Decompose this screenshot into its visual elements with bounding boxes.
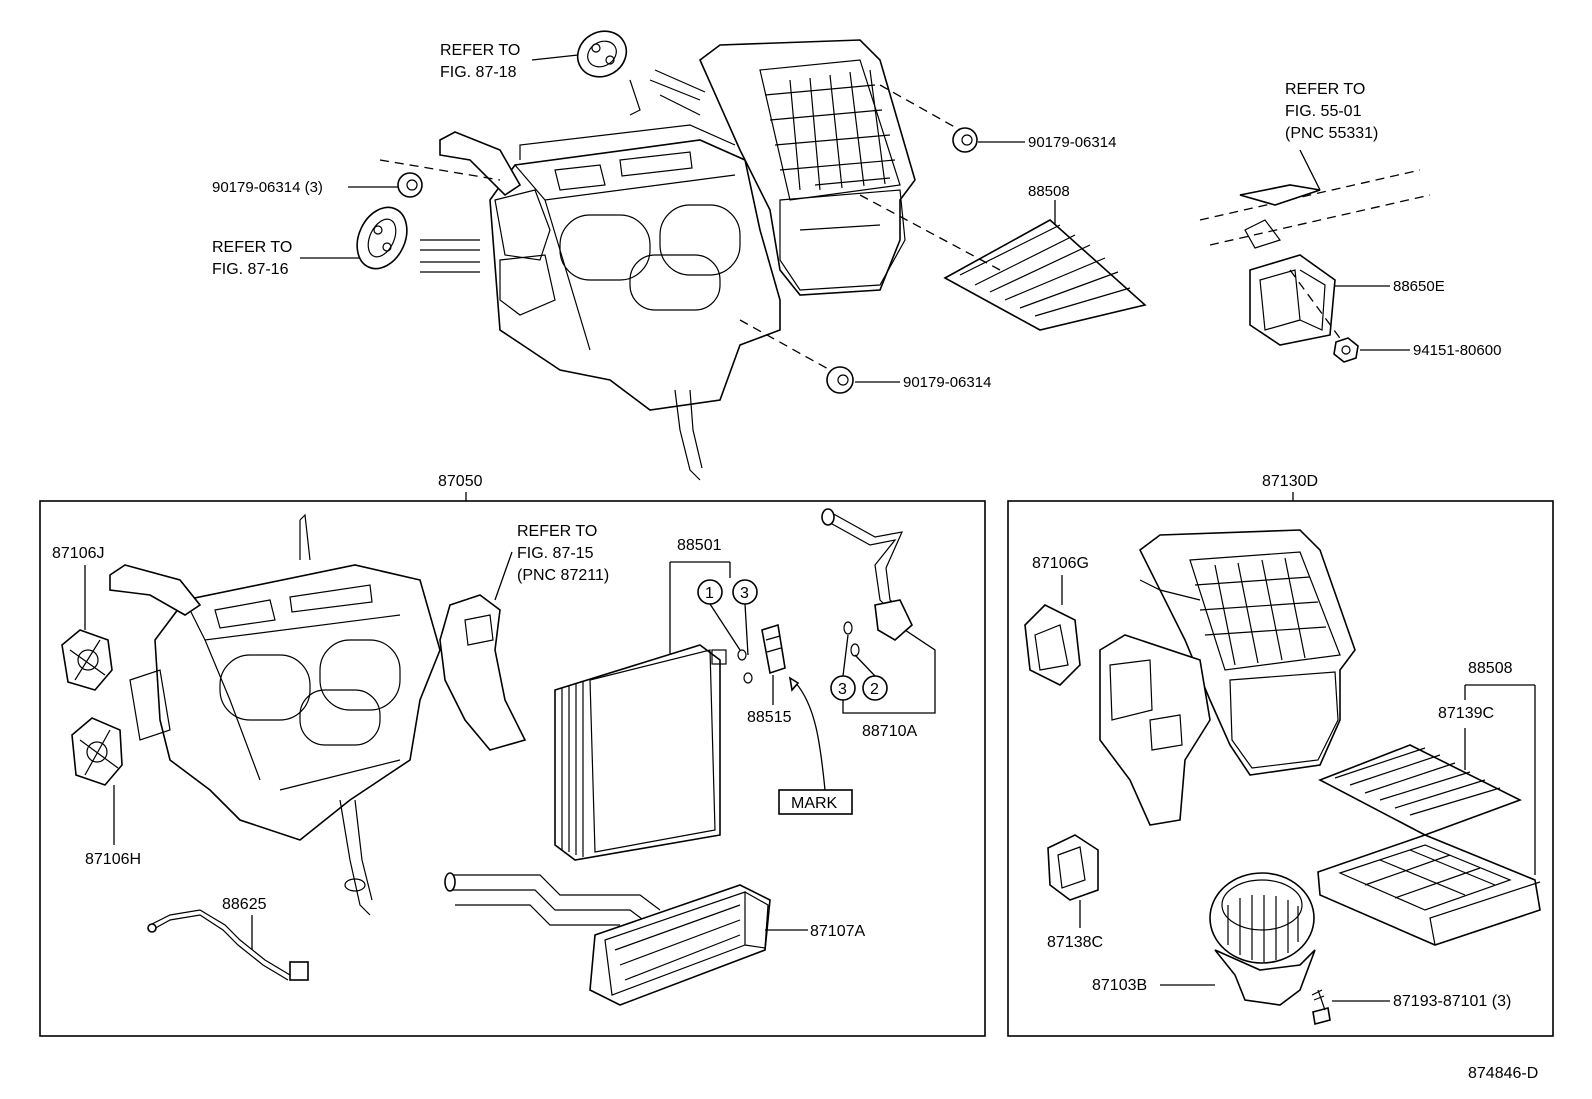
label-88625: 88625 bbox=[222, 896, 267, 913]
label-90179-bottom: 90179-06314 bbox=[903, 374, 991, 391]
refer-55-01-line3: (PNC 55331) bbox=[1285, 125, 1378, 142]
label-mark: MARK bbox=[791, 795, 838, 812]
clip-90179-right bbox=[952, 127, 978, 153]
evaporator-88501 bbox=[554, 644, 727, 861]
damper-87106J bbox=[61, 629, 113, 691]
refer-55-01-line2: FIG. 55-01 bbox=[1285, 103, 1362, 120]
refer-87-18-line2: FIG. 87-18 bbox=[440, 64, 517, 81]
resistor-87138C bbox=[1047, 834, 1099, 901]
mark-box bbox=[778, 789, 853, 815]
label-87139C: 87139C bbox=[1438, 705, 1494, 722]
box-87130D bbox=[1007, 500, 1554, 1037]
label-87106G: 87106G bbox=[1032, 555, 1089, 572]
nut-94151 bbox=[1333, 337, 1359, 363]
clip-90179-bottom bbox=[826, 366, 854, 394]
label-88501: 88501 bbox=[677, 537, 722, 554]
damper-87106H bbox=[71, 717, 123, 786]
refer-87-15-line2: FIG. 87-15 bbox=[517, 545, 594, 562]
refer-87-18-line1: REFER TO bbox=[440, 42, 520, 59]
grommet-fig-87-16 bbox=[356, 206, 408, 270]
label-87106H: 87106H bbox=[85, 851, 141, 868]
label-90179-left: 90179-06314 (3) bbox=[212, 179, 323, 196]
label-88515: 88515 bbox=[747, 709, 792, 726]
upper-heater-assembly bbox=[420, 39, 916, 481]
blower-motor-87103B bbox=[1209, 872, 1316, 1006]
bracket-55331 bbox=[1239, 184, 1321, 249]
refer-87-15-line3: (PNC 87211) bbox=[517, 567, 609, 584]
label-87193: 87193-87101 (3) bbox=[1393, 993, 1511, 1010]
label-94151: 94151-80600 bbox=[1413, 342, 1501, 359]
circle-3b-text: 3 bbox=[838, 681, 847, 698]
filter-frame-88508 bbox=[1317, 834, 1541, 946]
label-90179-right: 90179-06314 bbox=[1028, 134, 1116, 151]
damper-87106G bbox=[1024, 604, 1081, 686]
clip-90179-left bbox=[397, 172, 423, 198]
box-87050 bbox=[39, 500, 986, 1037]
heater-unit-87050 bbox=[109, 513, 441, 916]
refer-87-16-line1: REFER TO bbox=[212, 239, 292, 256]
grommet-fig-87-18 bbox=[576, 30, 628, 78]
tube-88710A bbox=[821, 508, 913, 641]
label-87130D: 87130D bbox=[1262, 473, 1318, 490]
circle-2-text: 2 bbox=[870, 681, 879, 698]
refer-87-16-line2: FIG. 87-16 bbox=[212, 261, 289, 278]
screw-87193 bbox=[1311, 989, 1331, 1025]
valve-88515 bbox=[761, 623, 786, 675]
sensor-88625 bbox=[147, 909, 309, 981]
label-87138C: 87138C bbox=[1047, 934, 1103, 951]
label-88650E: 88650E bbox=[1393, 278, 1445, 295]
label-87106J: 87106J bbox=[52, 545, 105, 562]
refer-87-15-line1: REFER TO bbox=[517, 523, 597, 540]
label-87050: 87050 bbox=[438, 473, 483, 490]
circle-1-text: 1 bbox=[705, 585, 714, 602]
label-87103B: 87103B bbox=[1092, 977, 1147, 994]
label-88710A: 88710A bbox=[862, 723, 917, 740]
label-88508-upper: 88508 bbox=[1028, 183, 1070, 200]
filter-88508-upper bbox=[943, 219, 1147, 331]
diagram-id: 874846-D bbox=[1468, 1065, 1538, 1082]
circle-3a-text: 3 bbox=[740, 585, 749, 602]
label-87107A: 87107A bbox=[810, 923, 865, 940]
blower-case-87130D bbox=[1099, 529, 1356, 826]
filter-87139C bbox=[1318, 744, 1523, 836]
amplifier-88650E bbox=[1249, 254, 1336, 346]
refer-55-01-line1: REFER TO bbox=[1285, 81, 1365, 98]
label-88508-box: 88508 bbox=[1468, 660, 1513, 677]
heater-core-87107A bbox=[444, 872, 771, 1006]
duct-87211 bbox=[439, 594, 527, 751]
